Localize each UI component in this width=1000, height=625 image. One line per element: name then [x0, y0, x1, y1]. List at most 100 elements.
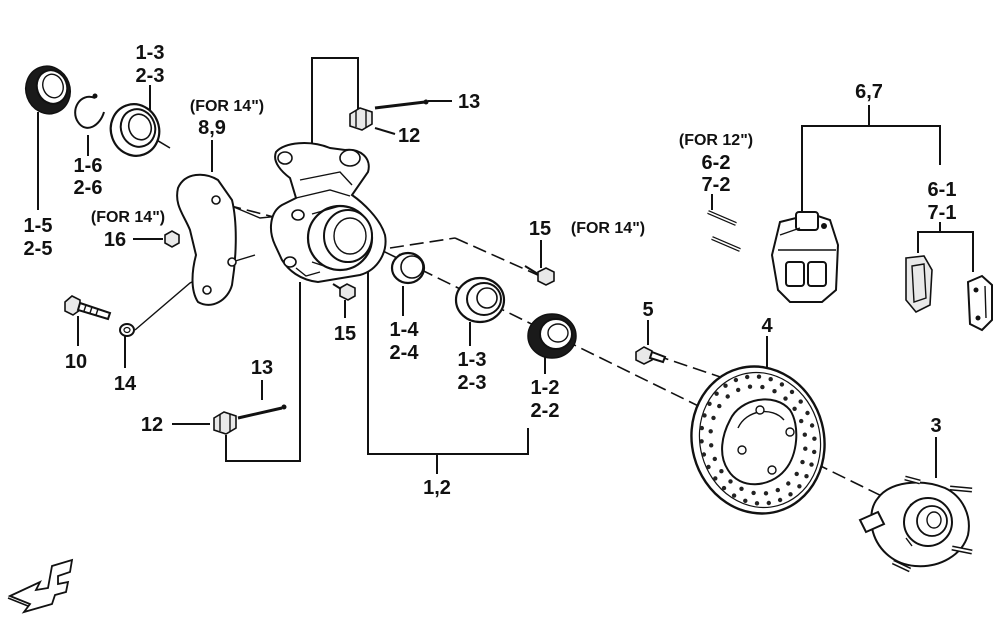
disc-hole: [772, 389, 777, 394]
disc-hole: [699, 425, 704, 431]
label-for12: (FOR 12"): [679, 132, 753, 149]
label-4: 4: [761, 315, 773, 337]
disc-hole: [736, 387, 741, 393]
disc-hole: [721, 485, 727, 491]
bolt-15-right: [524, 265, 555, 286]
disc-hole: [707, 401, 712, 406]
bolt-10: [64, 295, 112, 321]
label-for14-top: (FOR 14"): [190, 98, 264, 115]
brake-pads: [905, 255, 993, 332]
label-16: 16: [104, 229, 126, 251]
caliper-pins: [707, 210, 741, 252]
label-for14-right: (FOR 14"): [571, 220, 645, 237]
disc-hole: [714, 391, 719, 396]
disc-hole: [745, 374, 750, 380]
disc-hole: [768, 377, 773, 382]
disc-hole: [800, 459, 805, 465]
disc-hole: [747, 384, 753, 389]
disc-hole: [804, 474, 809, 479]
disc-hole: [706, 464, 711, 470]
circlip: [74, 93, 105, 129]
label-1-3-top: 1-3: [136, 42, 165, 64]
disc-hole: [802, 432, 807, 437]
label-1-2: 1-2: [531, 377, 560, 399]
disc-hole: [712, 456, 717, 462]
label-13-bottom: 13: [251, 357, 273, 379]
disc-hole: [733, 377, 739, 383]
disc-hole: [777, 497, 783, 503]
front-direction-arrow-icon: [7, 558, 74, 614]
disc-hole: [803, 446, 808, 451]
disc-hole: [751, 490, 756, 496]
disc-hole: [805, 410, 810, 416]
disc-hole: [719, 469, 724, 474]
disc-hole: [779, 382, 785, 387]
label-1-2-group: 1,2: [423, 477, 451, 499]
disc-hole: [812, 436, 817, 441]
disc-hole: [788, 492, 793, 497]
label-7-2: 7-2: [702, 174, 731, 196]
steering-knuckle: [269, 142, 387, 284]
disc-hole: [713, 476, 718, 481]
disc-hole: [797, 484, 802, 489]
disc-hole: [756, 374, 762, 379]
disc-hole: [792, 406, 797, 411]
disc-hole: [711, 415, 716, 421]
label-15-mid: 15: [334, 323, 356, 345]
disc-hole: [728, 479, 733, 484]
inner-bearing: [390, 251, 426, 285]
label-5: 5: [642, 299, 653, 321]
label-2-6: 2-6: [74, 177, 103, 199]
label-1-6: 1-6: [74, 155, 103, 177]
disc-hole: [763, 491, 769, 496]
label-6-7: 6,7: [855, 81, 883, 103]
label-8-9: 8,9: [198, 117, 226, 139]
label-1-4: 1-4: [390, 319, 420, 341]
wheel-hub: [858, 475, 973, 573]
caliper-bracket: [176, 173, 237, 306]
disc-hole: [701, 452, 707, 457]
disc-hole: [743, 498, 748, 503]
label-2-3-mid: 2-3: [458, 372, 487, 394]
label-12-bottom: 12: [141, 414, 163, 436]
disc-drill-holes: [699, 374, 817, 506]
disc-hole: [766, 500, 771, 506]
brake-disc: [690, 365, 826, 515]
disc-hole: [731, 493, 737, 498]
disc-hole: [709, 443, 714, 448]
label-1-3-mid: 1-3: [458, 349, 487, 371]
disc-hole: [739, 486, 744, 491]
cotter-pin-top: [374, 99, 429, 110]
disc-hole: [717, 403, 722, 409]
label-6-1: 6-1: [928, 179, 957, 201]
label-12-top: 12: [398, 125, 420, 147]
label-2-5: 2-5: [24, 238, 53, 260]
disc-hole: [799, 418, 804, 424]
oil-seal-left: [25, 65, 71, 115]
label-7-1: 7-1: [928, 202, 957, 224]
castle-nut-top: [349, 107, 373, 131]
label-3: 3: [930, 415, 941, 437]
disc-hole: [783, 396, 788, 401]
disc-hole: [775, 487, 780, 493]
label-1-5: 1-5: [24, 215, 53, 237]
brake-caliper: [770, 211, 840, 303]
disc-hole: [699, 439, 704, 444]
label-for14-left: (FOR 14"): [91, 209, 165, 226]
disc-hole: [725, 394, 730, 399]
nut-16: [164, 230, 180, 248]
bearing-top: [109, 103, 161, 157]
disc-hole: [798, 399, 803, 404]
callout-labels: 1-3 2-3 (FOR 14") 8,9 13 12 6,7 (FOR 12"…: [24, 42, 957, 499]
bearing-mid: [454, 276, 506, 324]
disc-hole: [812, 449, 817, 455]
label-2-3-top: 2-3: [136, 65, 165, 87]
label-15-right: 15: [529, 218, 551, 240]
label-10: 10: [65, 351, 87, 373]
label-13-top: 13: [458, 91, 480, 113]
washer-14: [119, 323, 135, 337]
disc-hole: [809, 462, 814, 467]
disc-hole: [708, 429, 713, 434]
label-14: 14: [114, 373, 137, 395]
